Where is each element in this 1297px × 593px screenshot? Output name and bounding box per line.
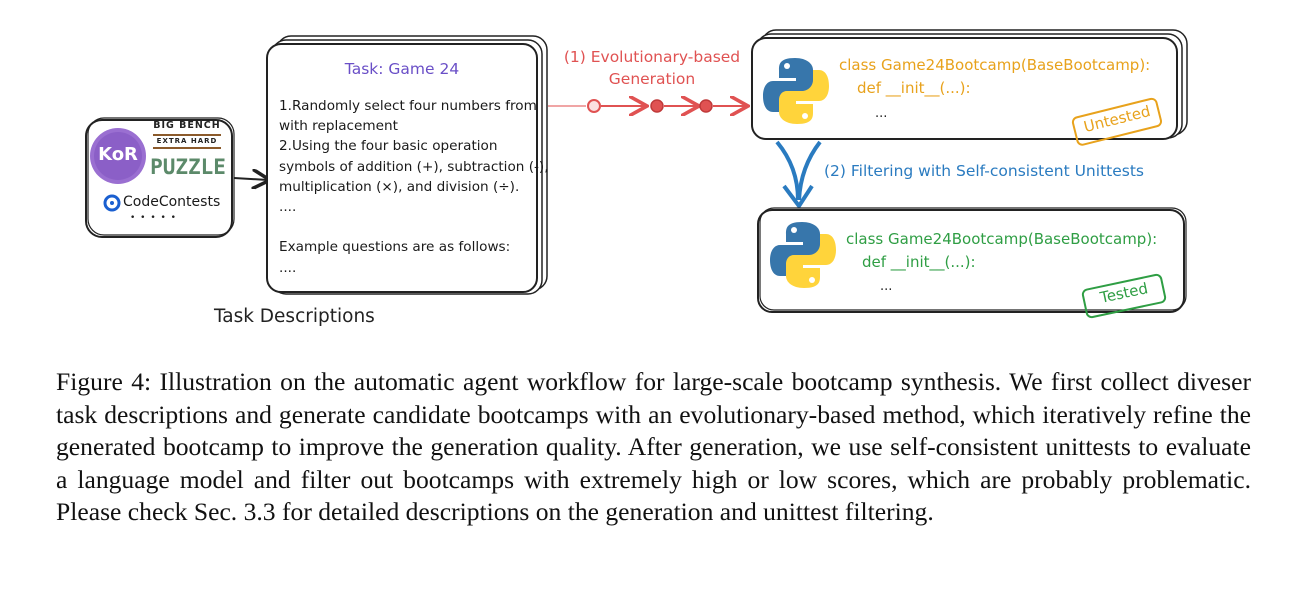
tested-code-line1: class Game24Bootcamp(BaseBootcamp): <box>846 230 1158 248</box>
python-logo-icon <box>770 222 836 288</box>
figure-caption: Figure 4: Illustration on the automatic … <box>56 366 1251 529</box>
more-sources: • • • • • <box>130 213 177 223</box>
tested-bootcamp-box <box>757 207 1187 313</box>
task-line: multiplication (×), and division (÷). <box>279 178 520 195</box>
untested-code-line2: def __init__(...): <box>857 79 971 97</box>
bbeh-line1: BIG BENCH <box>153 120 221 131</box>
task-title: Task: Game 24 <box>344 60 460 78</box>
puzzle-logo: PUZZLE <box>150 155 226 179</box>
task-line: with replacement <box>279 118 398 135</box>
codecontests-icon <box>103 194 121 212</box>
evolution-arrow <box>548 100 746 112</box>
task-box <box>266 35 548 295</box>
tested-code-line3: ... <box>880 279 893 294</box>
untested-code-line3: ... <box>875 106 888 121</box>
kor-logo-text: KoR <box>98 144 138 165</box>
tested-stamp <box>1081 273 1167 319</box>
filter-arrow <box>775 140 822 208</box>
task-line: symbols of addition (+), subtraction (-)… <box>279 158 549 175</box>
tested-code-line2: def __init__(...): <box>862 253 976 271</box>
task-lines: 1.Randomly select four numbers from with… <box>279 96 549 278</box>
untested-code-line1: class Game24Bootcamp(BaseBootcamp): <box>839 56 1151 74</box>
step2-label: (2) Filtering with Self-consistent Unitt… <box>824 162 1144 180</box>
task-line: .... <box>279 199 297 216</box>
step1-line2: Generation <box>608 70 696 88</box>
step1-line1: (1) Evolutionary-based <box>563 48 741 66</box>
task-line: 2.Using the four basic operation <box>279 138 498 155</box>
kor-logo-icon <box>90 128 146 184</box>
task-line <box>279 217 549 237</box>
bbeh-line2: EXTRA HARD <box>156 137 218 145</box>
untested-stamp <box>1071 97 1163 146</box>
bbeh-logo-icon <box>153 134 221 149</box>
codecontests-label: CodeContests <box>123 194 221 210</box>
step1-label: (1) Evolutionary-based Generation <box>552 46 752 90</box>
task-line: Example questions are as follows: <box>279 239 511 256</box>
workflow-diagram <box>85 29 1188 319</box>
task-line: 1.Randomly select four numbers from <box>279 98 537 114</box>
untested-bootcamp-box <box>751 29 1188 140</box>
task-descriptions-label: Task Descriptions <box>214 306 375 327</box>
caption-text: Figure 4: Illustration on the automatic … <box>56 367 1251 526</box>
arrow-sources-to-task <box>233 178 268 180</box>
task-line: .... <box>279 259 297 276</box>
python-logo-icon <box>763 58 829 124</box>
